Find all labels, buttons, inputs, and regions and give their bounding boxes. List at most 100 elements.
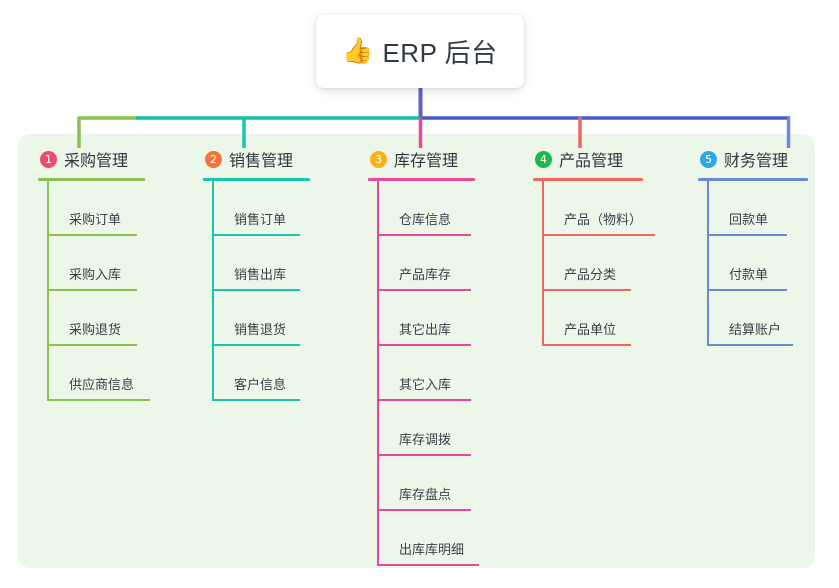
leaf-item[interactable]: 仓库信息 [377, 181, 475, 236]
leaf-rule [212, 399, 300, 401]
leaf-item[interactable]: 付款单 [707, 236, 808, 291]
root-title: ERP 后台 [382, 38, 498, 68]
leaf-item[interactable]: 产品库存 [377, 236, 475, 291]
leaf-rule [707, 234, 787, 236]
column-badge-icon: 3 [370, 150, 387, 168]
column-5: 5 财务管理回款单付款单结算账户 [698, 146, 808, 346]
column-spine [542, 181, 544, 346]
column-title: 产品管理 [559, 153, 624, 170]
column-spine [707, 181, 709, 346]
leaf-label: 产品分类 [564, 267, 617, 282]
column-rule [203, 178, 310, 181]
leaf-label: 采购退货 [69, 322, 122, 337]
leaf-rule [377, 344, 471, 346]
column-spine [377, 181, 379, 566]
column-rule [698, 178, 808, 181]
leaf-label: 供应商信息 [69, 377, 135, 392]
leaf-item[interactable]: 库存调拨 [377, 401, 475, 456]
leaf-rule [47, 289, 137, 291]
leaf-rule [47, 344, 137, 346]
column-badge-icon: 1 [40, 150, 57, 168]
column-items: 采购订单采购入库采购退货供应商信息 [47, 181, 150, 401]
leaf-rule [212, 234, 300, 236]
leaf-rule [542, 344, 631, 346]
column-4: 4 产品管理产品（物料） 产品分类产品单位 [533, 146, 655, 346]
leaf-label: 其它出库 [399, 322, 452, 337]
leaf-label: 出库库明细 [399, 542, 465, 557]
leaf-item[interactable]: 其它出库 [377, 291, 475, 346]
column-rule [38, 178, 145, 181]
leaf-rule [377, 454, 471, 456]
leaf-rule [377, 564, 479, 566]
diagram-panel [18, 134, 815, 568]
leaf-rule [542, 289, 631, 291]
leaf-item[interactable]: 其它入库 [377, 346, 475, 401]
leaf-item[interactable]: 销售退货 [212, 291, 310, 346]
column-spine [47, 181, 49, 401]
leaf-item[interactable]: 出库库明细 [377, 511, 479, 566]
leaf-rule [212, 344, 300, 346]
leaf-rule [707, 344, 793, 346]
leaf-label: 其它入库 [399, 377, 452, 392]
column-items: 产品（物料） 产品分类产品单位 [542, 181, 655, 346]
column-title: 财务管理 [724, 153, 789, 170]
leaf-item[interactable]: 销售出库 [212, 236, 310, 291]
column-badge-icon: 4 [535, 150, 552, 168]
leaf-item[interactable]: 产品分类 [542, 236, 643, 291]
leaf-label: 回款单 [729, 212, 769, 227]
column-title: 库存管理 [394, 153, 459, 170]
leaf-item[interactable]: 采购入库 [47, 236, 145, 291]
column-title: 销售管理 [229, 153, 294, 170]
leaf-rule [542, 234, 655, 236]
leaf-item[interactable]: 采购退货 [47, 291, 145, 346]
leaf-rule [377, 234, 471, 236]
leaf-item[interactable]: 产品单位 [542, 291, 643, 346]
root-node[interactable]: 👍 ERP 后台 [316, 15, 524, 88]
leaf-item[interactable]: 回款单 [707, 181, 808, 236]
column-header-2[interactable]: 2 销售管理 [203, 146, 310, 172]
leaf-item[interactable]: 采购订单 [47, 181, 145, 236]
column-items: 仓库信息产品库存其它出库其它入库库存调拨库存盘点出库库明细 [377, 181, 479, 566]
column-header-3[interactable]: 3 库存管理 [368, 146, 475, 172]
leaf-item[interactable]: 供应商信息 [47, 346, 150, 401]
column-spine [212, 181, 214, 401]
column-items: 销售订单销售出库销售退货客户信息 [212, 181, 310, 401]
leaf-label: 产品（物料） [564, 212, 643, 227]
leaf-rule [47, 234, 137, 236]
leaf-label: 客户信息 [234, 377, 287, 392]
leaf-label: 付款单 [729, 267, 769, 282]
leaf-item[interactable]: 销售订单 [212, 181, 310, 236]
thumbs-up-icon: 👍 [342, 37, 374, 65]
leaf-item[interactable]: 产品（物料） [542, 181, 655, 236]
leaf-rule [377, 509, 471, 511]
leaf-label: 销售退货 [234, 322, 287, 337]
column-header-4[interactable]: 4 产品管理 [533, 146, 643, 172]
leaf-rule [212, 289, 300, 291]
leaf-label: 仓库信息 [399, 212, 452, 227]
leaf-rule [377, 289, 471, 291]
column-badge-icon: 2 [205, 150, 222, 168]
leaf-item[interactable]: 客户信息 [212, 346, 310, 401]
leaf-rule [47, 399, 150, 401]
leaf-rule [377, 399, 471, 401]
column-rule [368, 178, 475, 181]
leaf-item[interactable]: 库存盘点 [377, 456, 475, 511]
leaf-item[interactable]: 结算账户 [707, 291, 808, 346]
column-badge-icon: 5 [700, 150, 717, 168]
column-header-5[interactable]: 5 财务管理 [698, 146, 808, 172]
leaf-label: 销售出库 [234, 267, 287, 282]
column-header-1[interactable]: 1 采购管理 [38, 146, 145, 172]
leaf-label: 产品单位 [564, 322, 617, 337]
column-title: 采购管理 [64, 153, 129, 170]
leaf-label: 库存盘点 [399, 487, 452, 502]
leaf-label: 采购入库 [69, 267, 122, 282]
leaf-label: 库存调拨 [399, 432, 452, 447]
leaf-label: 销售订单 [234, 212, 287, 227]
column-2: 2 销售管理销售订单销售出库销售退货客户信息 [203, 146, 310, 401]
leaf-rule [707, 289, 787, 291]
leaf-label: 产品库存 [399, 267, 452, 282]
column-1: 1 采购管理采购订单采购入库采购退货供应商信息 [38, 146, 150, 401]
leaf-label: 采购订单 [69, 212, 122, 227]
column-3: 3 库存管理仓库信息产品库存其它出库其它入库库存调拨库存盘点出库库明细 [368, 146, 479, 566]
column-rule [533, 178, 643, 181]
